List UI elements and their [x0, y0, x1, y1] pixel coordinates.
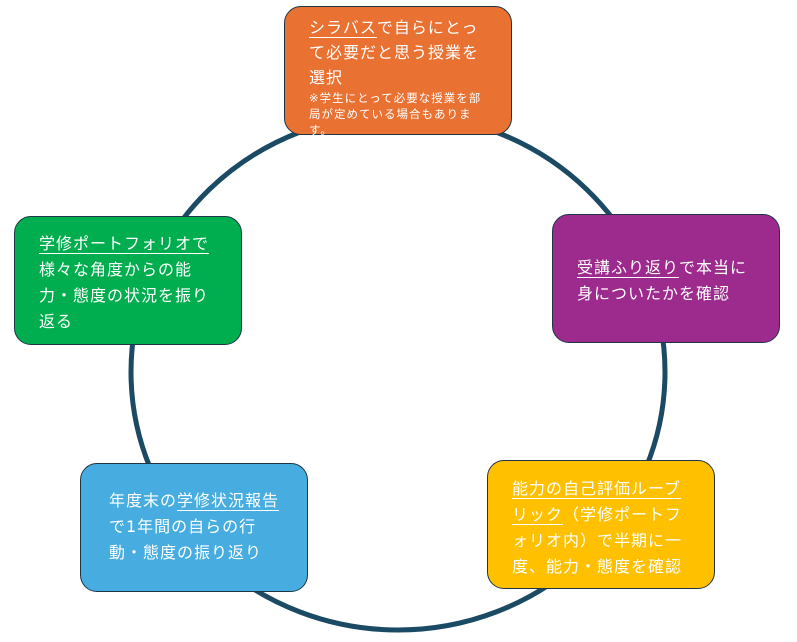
- portfolio-text: 様々な角度からの能力・態度の状況を振り返る: [39, 260, 210, 331]
- review-link-text: 受講ふり返り: [577, 258, 680, 277]
- node-portfolio: 学修ポートフォリオで様々な角度からの能力・態度の状況を振り返る: [14, 216, 242, 345]
- report-text-before: 年度末の: [109, 491, 178, 510]
- report-link-text: 学修状況報告: [177, 491, 280, 510]
- syllabus-link-text: シラバス: [309, 18, 377, 37]
- node-syllabus: シラバスで自らにとって必要だと思う授業を選択 ※学生にとって必要な授業を部局が定…: [284, 6, 512, 137]
- portfolio-link-text: 学修ポートフォリオで: [39, 234, 210, 253]
- syllabus-text: で自らにとって必要だと思う授業を選択: [309, 18, 480, 87]
- node-annual-report: 年度末の学修状況報告で1年間の自らの行動・態度の振り返り: [80, 463, 308, 592]
- rubric-text: （学修ポートフォリオ内）で半期に一度、能力・態度を確認: [512, 505, 683, 576]
- rubric-link-text: 能力の自己評価ルーブリック: [512, 479, 682, 524]
- node-course-review: 受講ふり返りで本当に身についたかを確認: [552, 214, 780, 343]
- report-text: で1年間の自らの行動・態度の振り返り: [109, 517, 263, 562]
- syllabus-note: ※学生にとって必要な授業を部局が定めている場合もあります。: [309, 91, 482, 137]
- node-self-rubric: 能力の自己評価ルーブリック（学修ポートフォリオ内）で半期に一度、能力・態度を確認: [487, 460, 715, 589]
- review-text: で本当に身についたかを確認: [577, 258, 748, 303]
